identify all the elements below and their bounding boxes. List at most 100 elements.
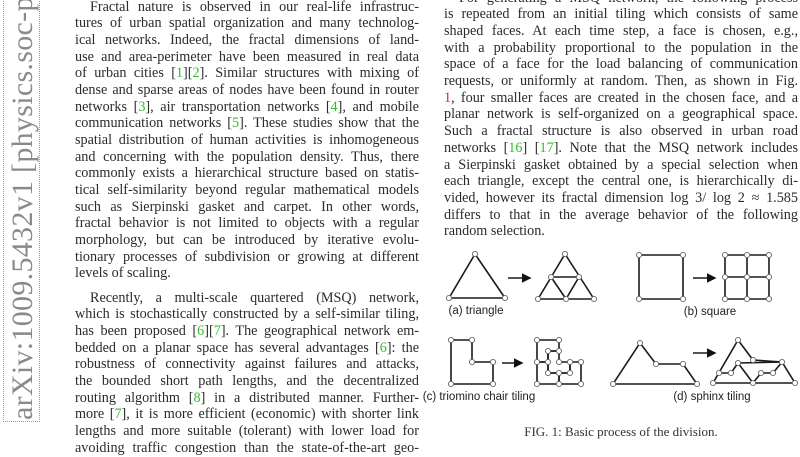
text-line: morphology, but can be introduced by ite… — [75, 232, 419, 249]
figure-reference-link[interactable]: 1 — [444, 89, 452, 106]
text-segment: more [ — [75, 406, 115, 423]
text-line: Such a fractal structure is also observe… — [444, 123, 798, 140]
text-segment: fractal behavior is not limited to objec… — [75, 215, 419, 232]
text-line: Recently, a multi-scale quartered (MSQ) … — [75, 290, 419, 307]
text-line: spatial distribution of human activities… — [75, 132, 419, 149]
citation-link[interactable]: 4 — [330, 98, 338, 115]
text-segment: tionary processes of subdivision or grow… — [75, 248, 419, 265]
text-line: which is stochastically constructed by a… — [75, 306, 419, 323]
text-segment: is repeated from an initial tiling which… — [444, 6, 798, 23]
text-segment: bedded on a planar space has several adv… — [75, 339, 380, 356]
text-segment: ]. Similar structures with mixing of — [199, 65, 419, 82]
text-segment: ] in a distributed manner. Further- — [200, 389, 419, 406]
text-segment: spatial distribution of human activities… — [75, 131, 419, 148]
subfigure-label-c: (c) triomino chair tiling — [423, 391, 535, 403]
text-line: dense and sparse areas of nodes have bee… — [75, 82, 419, 99]
subfigure-label-b: (b) square — [684, 306, 736, 318]
subfigure-label-d: (d) sphinx tiling — [673, 391, 750, 403]
text-segment: space of a face for the load balancing o… — [444, 56, 798, 73]
text-segment: communication networks [ — [75, 115, 233, 132]
citation-link[interactable]: 3 — [138, 98, 146, 115]
text-line: and concerning with the population densi… — [75, 149, 419, 166]
text-line: robustness of connectivity against failu… — [75, 356, 419, 373]
text-line: lengths and more suitable (tolerant) wit… — [75, 423, 419, 440]
text-line: routing algorithm [8] in a distributed m… — [75, 390, 419, 407]
text-segment: Such a fractal structure is also observe… — [444, 123, 798, 140]
arxiv-stamp-border — [3, 0, 40, 422]
text-segment: lengths and more suitable (tolerant) wit… — [75, 422, 419, 439]
citation-link[interactable]: 7 — [114, 406, 122, 423]
text-segment: shaped faces. At each time step, a face … — [444, 23, 798, 40]
text-segment: differs to that in the average behavior … — [444, 206, 798, 223]
text-segment: tures of urban spatial organization and … — [75, 15, 419, 32]
text-line: commonly exists a hierarchical structure… — [75, 165, 419, 182]
text-segment: commonly exists a hierarchical structure… — [75, 165, 419, 182]
text-line: requests, or uniformly at random. Then, … — [444, 73, 798, 90]
text-line: tures of urban spatial organization and … — [75, 15, 419, 32]
text-segment: ], it is more efficient (economic) with … — [121, 406, 419, 423]
text-segment: ], and mobile — [337, 98, 419, 115]
left-column: Fractal nature is observed in our real-l… — [75, 0, 419, 456]
citation-link[interactable]: 1 — [175, 65, 184, 82]
citation-link[interactable]: 7 — [213, 322, 221, 339]
figure-caption: FIG. 1: Basic process of the division. — [524, 424, 718, 439]
text-line: each triangle, except the central one, i… — [444, 173, 798, 190]
sphinx-original — [612, 342, 698, 385]
text-line: bedded on a planar space has several adv… — [75, 340, 419, 357]
text-segment: robustness of connectivity against failu… — [75, 356, 419, 373]
text-line: networks [3], air transportation network… — [75, 99, 419, 116]
text-segment: vided, however its fractal dimension log… — [444, 189, 798, 206]
citation-link[interactable]: 6 — [197, 322, 205, 339]
text-line: Fractal nature is observed in our real-l… — [75, 0, 419, 16]
text-line: 1, four smaller faces are created in the… — [444, 90, 798, 107]
text-segment: networks [ — [444, 139, 509, 156]
right-column: For generating a MSQ network, the follow… — [444, 0, 798, 450]
text-line: tionary processes of subdivision or grow… — [75, 249, 419, 266]
citation-link[interactable]: 6 — [379, 339, 387, 356]
text-line: with a probability proportional to the p… — [444, 40, 798, 57]
triangle-original — [448, 253, 506, 299]
text-segment: ]. The geographical network em- — [220, 322, 420, 339]
text-line: tical self-similarity beyond regular mat… — [75, 182, 419, 199]
citation-link[interactable]: 16 — [508, 139, 523, 156]
text-line: networks [16] [17]. Note that the MSQ ne… — [444, 140, 798, 157]
text-segment: which is stochastically constructed by a… — [75, 306, 419, 323]
text-segment: random selection. — [444, 223, 545, 240]
citation-link[interactable]: 5 — [232, 115, 240, 132]
text-segment: networks [ — [75, 98, 139, 115]
text-segment: planar network is self-organized on a ge… — [444, 106, 798, 123]
text-line: of urban cities [1][2]. Similar structur… — [75, 65, 419, 82]
text-line: space of a face for the load balancing o… — [444, 56, 798, 73]
text-line: For generating a MSQ network, the follow… — [444, 0, 798, 7]
text-line: has been proposed [6][7]. The geographic… — [75, 323, 419, 340]
text-segment: ]. These studies show that the — [239, 115, 419, 132]
citation-link[interactable]: 17 — [539, 139, 554, 156]
text-segment: morphology, but can be introduced by ite… — [75, 231, 419, 248]
text-segment: each triangle, except the central one, i… — [444, 173, 798, 190]
text-segment: such as Sierpinski gasket and carpet. In… — [75, 198, 419, 215]
text-line: random selection. — [444, 223, 798, 240]
text-line: use and area-perimeter have been measure… — [75, 49, 419, 66]
text-line: is repeated from an initial tiling which… — [444, 6, 798, 23]
text-segment: requests, or uniformly at random. Then, … — [444, 73, 798, 90]
text-line: communication networks [5]. These studie… — [75, 115, 419, 132]
text-segment: dense and sparse areas of nodes have bee… — [75, 81, 419, 98]
text-line: more [7], it is more efficient (economic… — [75, 406, 419, 423]
citation-link[interactable]: 2 — [192, 65, 200, 82]
text-line: planar network is self-organized on a ge… — [444, 106, 798, 123]
text-segment: and concerning with the population densi… — [75, 148, 419, 165]
text-segment: ] [ — [522, 139, 540, 156]
text-segment: with a probability proportional to the p… — [444, 39, 798, 56]
text-segment: ical networks. Indeed, the fractal dimen… — [75, 31, 419, 48]
text-line: fractal behavior is not limited to objec… — [75, 215, 419, 232]
text-segment: ][ — [183, 65, 193, 82]
text-line: differs to that in the average behavior … — [444, 207, 798, 224]
text-segment: tical self-similarity beyond regular mat… — [75, 181, 419, 198]
vertex-dots — [445, 250, 799, 388]
text-segment: of urban cities [ — [75, 65, 176, 82]
citation-link[interactable]: 8 — [193, 389, 201, 406]
square-original — [638, 254, 684, 300]
text-segment: has been proposed [ — [75, 322, 198, 339]
text-segment: , four smaller faces are created in the … — [451, 89, 798, 106]
